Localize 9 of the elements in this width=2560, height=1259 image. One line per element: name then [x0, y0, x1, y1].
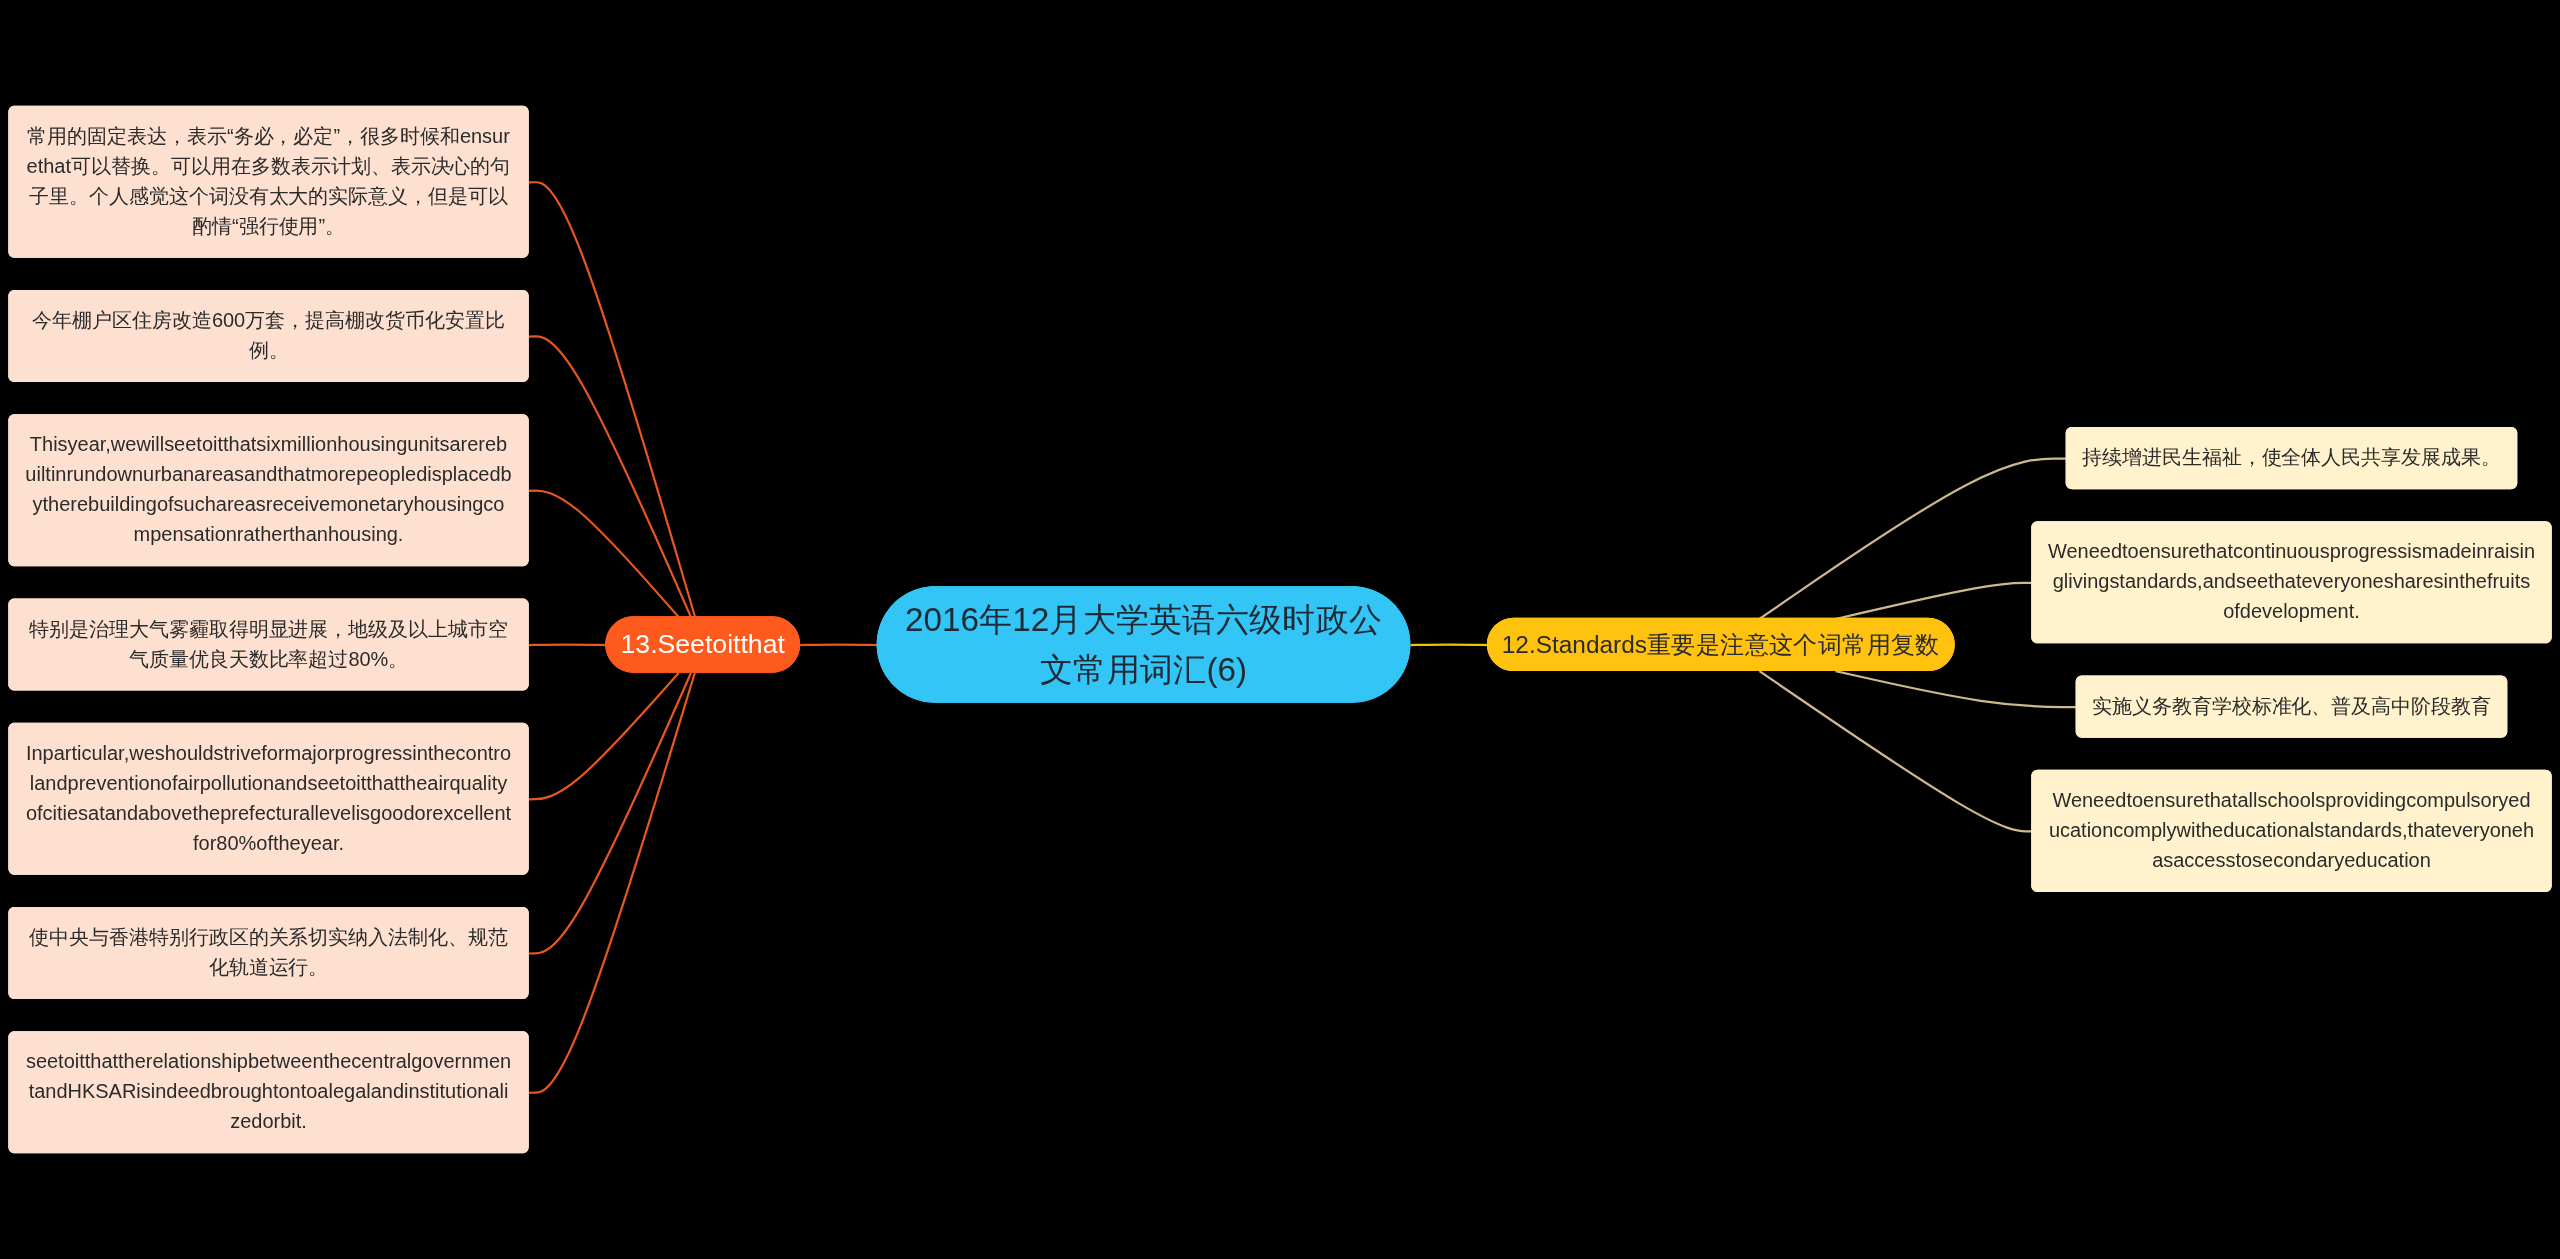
- connector: [528, 335, 693, 618]
- connector: [1758, 457, 2067, 620]
- connector: [800, 643, 878, 647]
- connector: [528, 181, 697, 618]
- connector: [528, 672, 693, 955]
- connector: [528, 672, 680, 801]
- connector: [528, 672, 696, 1094]
- connector: [1835, 670, 2077, 709]
- connector: [528, 643, 607, 647]
